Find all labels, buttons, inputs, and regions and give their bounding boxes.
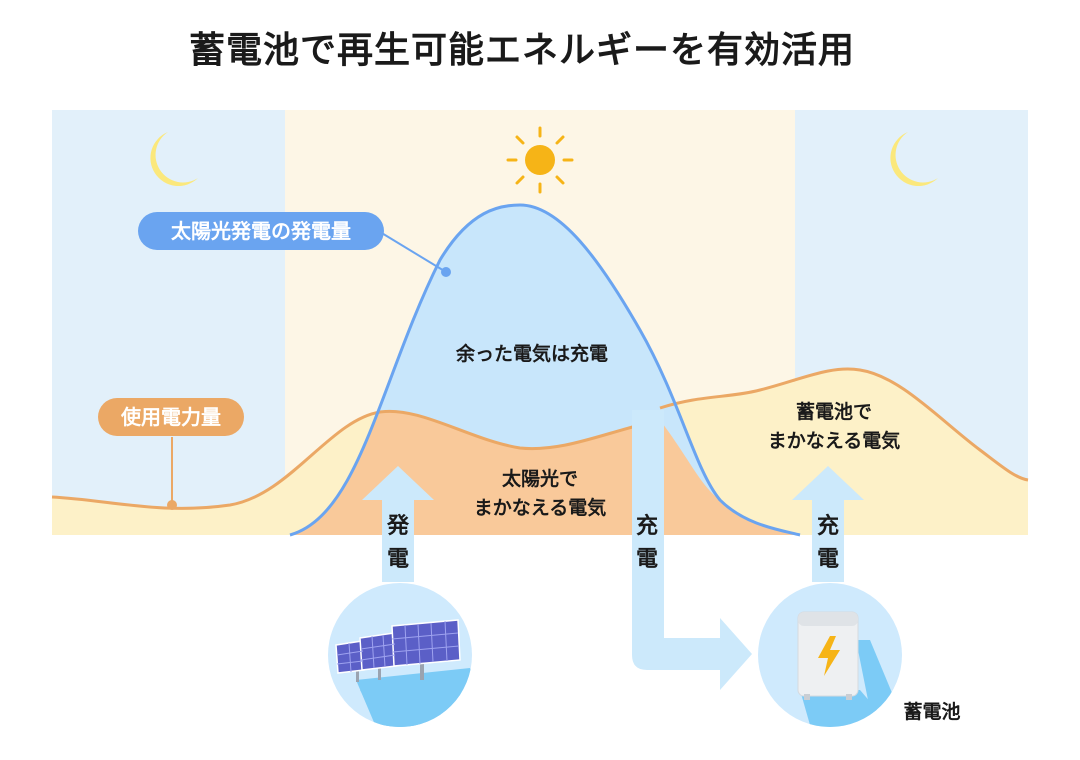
page-title: 蓄電池で再生可能エネルギーを有効活用	[189, 30, 855, 71]
battery-icon	[758, 583, 902, 727]
battery-covered-label-line2: まかなえる電気	[768, 429, 900, 452]
solar-generation-label: 太陽光発電の発電量	[171, 219, 351, 243]
usage-label-dot	[167, 500, 177, 510]
generation-arrow-label-char2: 電	[387, 547, 409, 572]
usage-area-right	[660, 369, 1028, 535]
crescent-moon-icon	[890, 132, 938, 186]
usage-line-left	[51, 409, 641, 510]
solar-panel-icon	[328, 583, 472, 727]
usage-line-right	[659, 367, 1029, 482]
charge-arrow-label-char2: 電	[636, 547, 658, 572]
sun-icon	[506, 126, 574, 194]
solar-covered-label-line1: 太陽光で	[502, 467, 578, 490]
solar-covered-label-line2: まかなえる電気	[474, 496, 606, 519]
surplus-charged-label: 余った電気は充電	[455, 342, 608, 365]
generation-arrow	[362, 466, 434, 582]
usage-label: 使用電力量	[120, 405, 221, 429]
night-background-left	[52, 110, 285, 535]
solar-label-dot	[441, 267, 451, 277]
discharge-arrow-label-char2: 電	[817, 547, 839, 572]
solar-covered-usage-area	[290, 411, 800, 535]
discharge-arrow-label-char1: 充	[817, 513, 839, 539]
usage-pill	[98, 398, 244, 436]
battery-label: 蓄電池	[903, 700, 960, 723]
charge-arrow-label-char1: 充	[636, 513, 658, 539]
solar-generation-pill	[138, 212, 384, 250]
solar-generation-line	[289, 203, 801, 537]
battery-covered-label-line1: 蓄電池で	[796, 400, 872, 423]
solar-label-leader	[379, 231, 447, 273]
discharge-arrow	[792, 466, 864, 582]
generation-arrow-label-char1: 発	[386, 514, 410, 539]
crescent-moon-icon	[150, 132, 198, 186]
charge-arrow	[632, 410, 752, 690]
